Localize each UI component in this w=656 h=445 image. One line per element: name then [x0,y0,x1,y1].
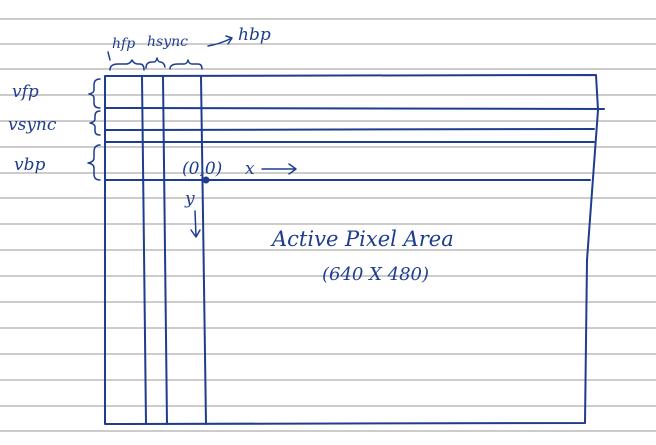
hfp-pointer [107,51,111,61]
hsync-boundary-line [162,76,168,425]
vbp-label: vbp [14,155,45,175]
hsync-label: hsync [147,34,188,50]
hbp-label: hbp [238,25,271,45]
hsync-brace [145,57,166,69]
hfp-label: hfp [112,36,135,52]
vfp-brace [88,78,101,109]
active-area-label: Active Pixel Area [270,227,454,251]
vfp-label: vfp [12,82,39,102]
outer-frame [104,74,599,425]
hfp-brace [109,59,145,71]
x-axis-label: x [245,159,255,179]
y-axis-label: y [184,189,195,209]
vfp-boundary-line [105,107,605,110]
vsync-boundary-line [105,128,595,131]
origin-label: (0,0) [182,159,222,179]
resolution-label: (640 X 480) [322,264,429,285]
vsync-label: vsync [8,115,57,135]
hfp-boundary-line [141,76,147,425]
hbp-pointer-arrow [207,35,233,47]
x-axis-arrow [261,163,297,175]
origin-dot [202,176,210,184]
vsync-brace [89,110,101,136]
ruled-lines [0,18,656,432]
y-axis-arrow [190,210,201,238]
vbp-brace [87,144,101,181]
hbp-brace [169,59,203,70]
hbp-boundary-line [200,76,207,425]
